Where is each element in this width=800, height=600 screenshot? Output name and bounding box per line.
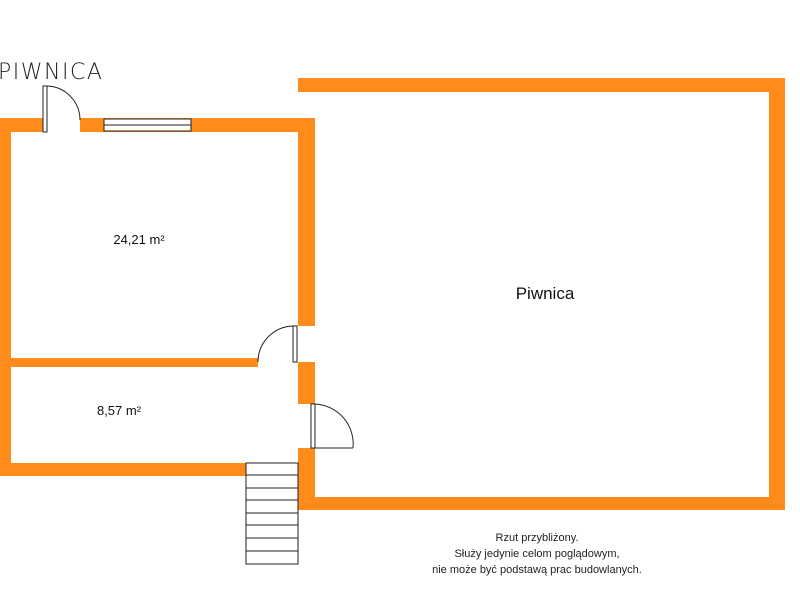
inner-door-lower <box>310 403 354 449</box>
wall-left <box>0 118 11 476</box>
svg-text:Rzut przybliżony.: Rzut przybliżony. <box>496 532 579 544</box>
wall-big-top <box>298 78 785 92</box>
stairs <box>245 462 299 565</box>
room-label-piwnica: Piwnica <box>516 284 575 303</box>
plan-title: PIWNICA <box>0 60 103 85</box>
window <box>103 118 192 132</box>
svg-text:nie może być podstawą prac bud: nie może być podstawą prac budowlanych. <box>432 564 642 576</box>
wall-middle <box>0 358 258 367</box>
disclaimer-note: Rzut przybliżony. Służy jedynie celom po… <box>432 532 642 576</box>
entrance-door <box>42 85 81 133</box>
room-label-area-1: 24,21 m² <box>113 232 165 247</box>
walls <box>0 78 785 510</box>
room-label-area-2: 8,57 m² <box>97 403 142 418</box>
wall-big-bottom <box>298 497 785 510</box>
wall-big-right <box>769 78 785 510</box>
svg-text:Służy jedynie celom poglądowym: Służy jedynie celom poglądowym, <box>454 548 619 560</box>
wall-shared-b <box>298 362 315 404</box>
wall-shared-c <box>298 448 315 510</box>
inner-door-upper <box>257 325 298 363</box>
wall-shared-a <box>298 118 315 326</box>
wall-bottom-left <box>0 463 246 476</box>
